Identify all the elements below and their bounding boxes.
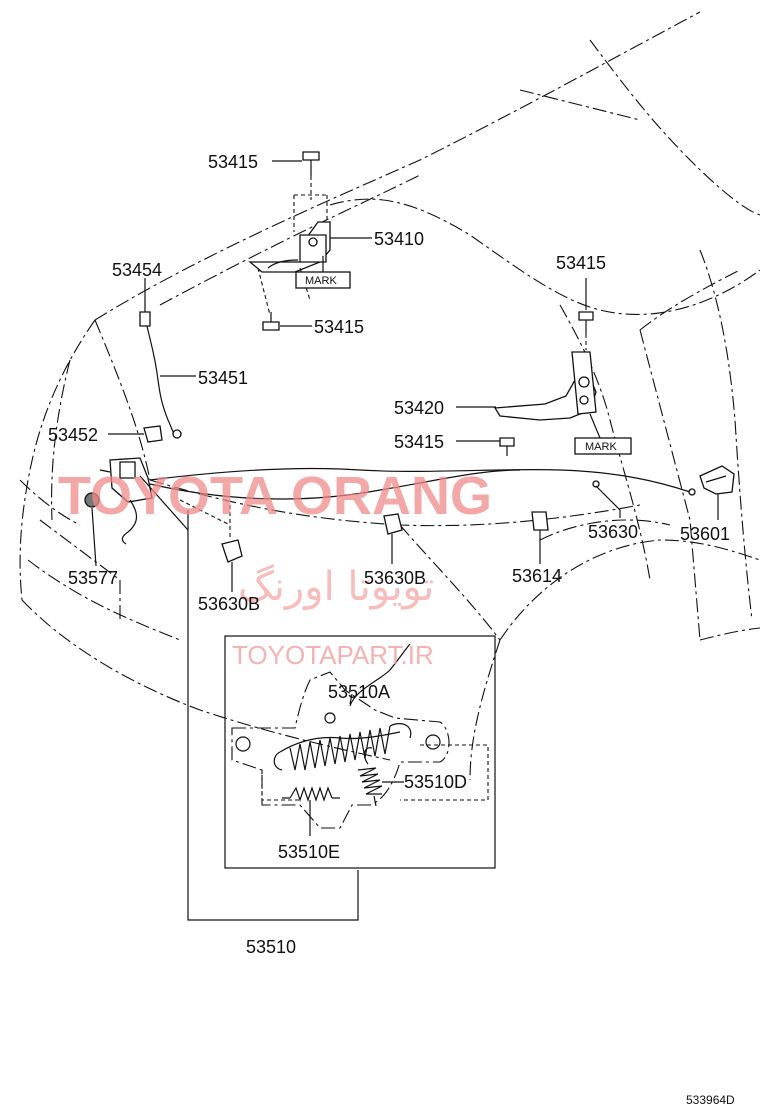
spring-53510e: [282, 786, 340, 802]
label-53415-right: 53415: [556, 253, 606, 273]
mark-right-leader: [589, 413, 601, 439]
diagram-code: 533964D: [686, 1093, 735, 1107]
label-53510e: 53510E: [278, 842, 340, 862]
leader-53510a: [349, 693, 353, 705]
hood-lock: [99, 457, 153, 545]
label-53415-top: 53415: [208, 152, 258, 172]
watermark-site: TOYOTAPART.IR: [232, 640, 434, 670]
bolt-top: [302, 151, 320, 200]
watermark-brand-latin: TOYOTA ORANG: [58, 466, 492, 526]
lock-cushion: [84, 492, 100, 508]
label-53451: 53451: [198, 368, 248, 388]
cable-clip-mid: [383, 513, 403, 535]
spring-53510d: [357, 747, 383, 807]
mark-text-left: MARK: [305, 275, 337, 287]
lock-plate: [231, 671, 489, 829]
label-53630b-left: 53630B: [198, 594, 260, 614]
leader-lines: [91, 160, 719, 921]
bolt-mid: [262, 312, 280, 331]
label-53415-mid: 53415: [314, 317, 364, 337]
label-53510a: 53510A: [328, 682, 390, 702]
hood-support-rod: [139, 311, 182, 439]
label-53420: 53420: [394, 398, 444, 418]
label-53577: 53577: [68, 568, 118, 588]
release-handle: [699, 465, 735, 495]
mark-text-right: MARK: [585, 441, 617, 453]
clip-left-guide: [179, 499, 231, 540]
bolt-low: [499, 437, 515, 456]
label-53510d: 53510D: [404, 772, 467, 792]
label-53510: 53510: [246, 937, 296, 957]
mark-box-right: [574, 437, 632, 455]
cable-clamp: [531, 511, 549, 531]
label-53454: 53454: [112, 260, 162, 280]
label-53410: 53410: [374, 229, 424, 249]
spring-53510a: [273, 643, 412, 771]
cable-clip-left: [221, 539, 243, 563]
release-cable: [149, 467, 696, 500]
hood-hinge-left: [248, 221, 331, 273]
car-body-outline: [19, 11, 760, 781]
label-53601: 53601: [680, 524, 730, 544]
rod-holder-clip: [143, 425, 163, 443]
label-53630b-mid: 53630B: [364, 568, 426, 588]
label-53614: 53614: [512, 566, 562, 586]
bolt-right: [578, 311, 594, 350]
spring-inset-box: [224, 635, 496, 869]
hinge-left-guide: [293, 194, 328, 232]
label-53452: 53452: [48, 425, 98, 445]
label-53630: 53630: [588, 522, 638, 542]
hood-hinge-right: [493, 351, 597, 421]
label-53415-low: 53415: [394, 432, 444, 452]
watermark-brand-persian: تویوتا اورنگ: [238, 564, 434, 610]
